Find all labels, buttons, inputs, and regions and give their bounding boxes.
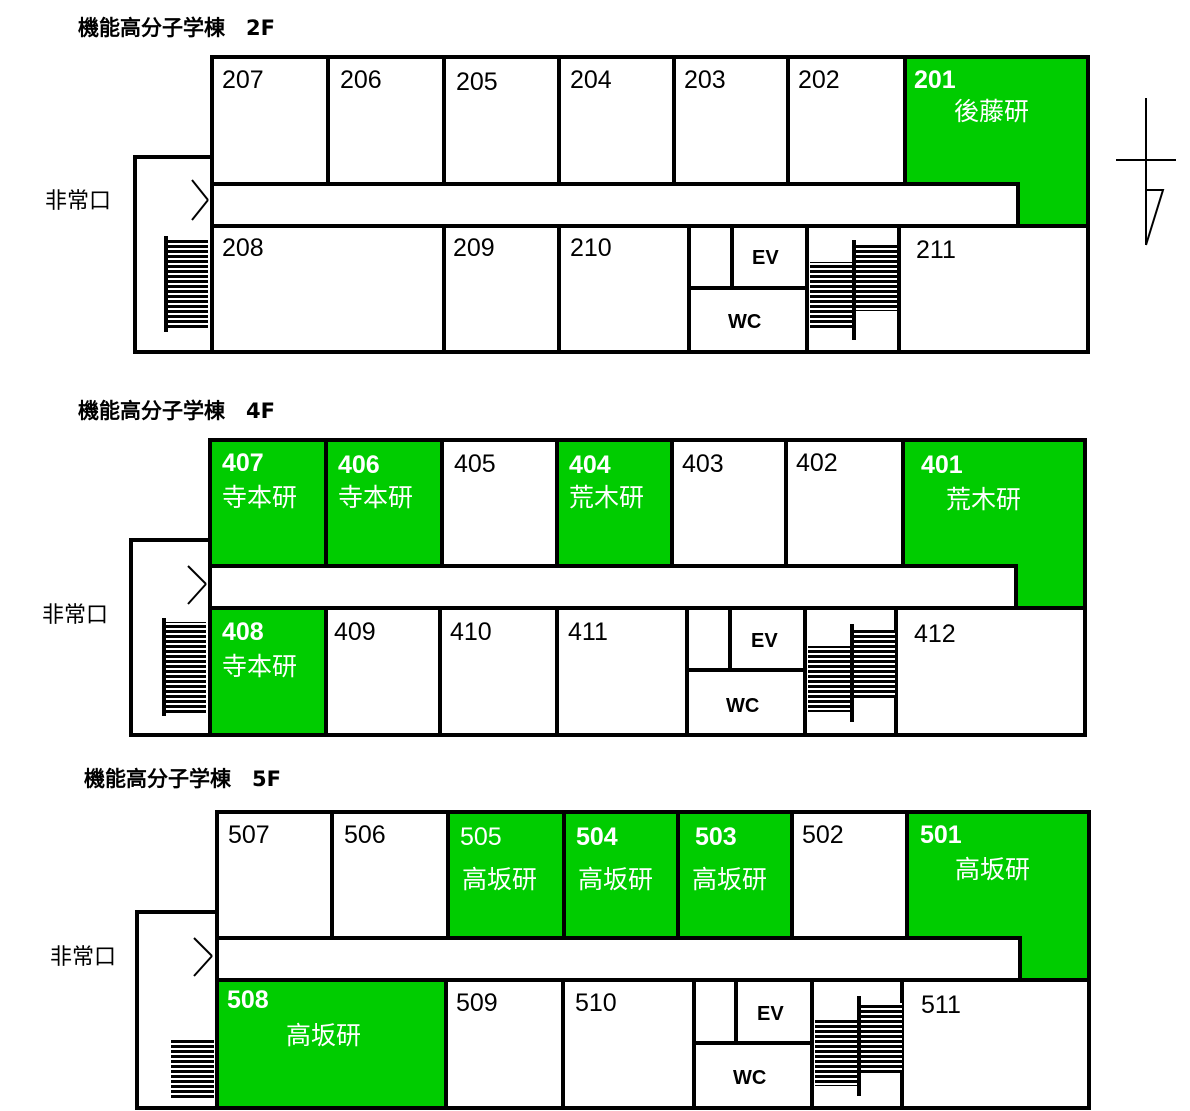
- lab-name: 高坂研: [286, 1021, 361, 1050]
- room-number: 204: [570, 66, 612, 94]
- room-number: 211: [916, 236, 956, 264]
- floor-4f: 機能高分子学棟 4F 非常口 EV WC 407 寺本研 406 寺本研 405: [42, 399, 1087, 737]
- room-number: 409: [334, 618, 376, 646]
- room-number: 508: [227, 986, 269, 1014]
- lab-name: 高坂研: [578, 865, 653, 894]
- room-number: 208: [222, 234, 264, 262]
- room-505[interactable]: [446, 810, 566, 940]
- room-number: 403: [682, 450, 724, 478]
- room-number: 203: [684, 66, 726, 94]
- room-number: 407: [222, 449, 264, 477]
- floor-2f: 機能高分子学棟 2F 非常口 EV WC 207: [45, 16, 1176, 354]
- lab-name: 寺本研: [222, 483, 297, 512]
- restroom: [685, 668, 807, 737]
- stairs-icon: [855, 245, 897, 311]
- ev-label: EV: [757, 1003, 784, 1025]
- stairs-icon: [815, 1020, 857, 1086]
- lab-name: 寺本研: [338, 483, 413, 512]
- ev-label: EV: [752, 247, 779, 269]
- room-number: 411: [568, 618, 608, 646]
- room-408[interactable]: [208, 606, 328, 737]
- room-number: 509: [456, 989, 498, 1017]
- floor-title: 機能高分子学棟 4F: [78, 399, 275, 423]
- door-icon: [193, 937, 213, 977]
- stairs-icon: [810, 262, 852, 328]
- room-number: 410: [450, 618, 492, 646]
- room-number: 505: [460, 823, 502, 851]
- lab-name: 高坂研: [955, 855, 1030, 884]
- wc-label: WC: [733, 1067, 766, 1089]
- restroom: [687, 286, 809, 354]
- stairs-icon: [860, 1003, 902, 1073]
- wc-label: WC: [728, 311, 761, 333]
- room-412[interactable]: [894, 606, 1087, 737]
- stairs-icon: [853, 630, 895, 698]
- room-404[interactable]: [555, 438, 674, 568]
- lab-name: 高坂研: [692, 865, 767, 894]
- room-211[interactable]: [897, 224, 1090, 354]
- room-number: 210: [570, 234, 612, 262]
- room-number: 206: [340, 66, 382, 94]
- room-number: 402: [796, 449, 838, 477]
- floor-5f: 機能高分子学棟 5F 非常口 EV WC 507 506 505 高坂研 504…: [50, 767, 1091, 1110]
- lab-name: 高坂研: [462, 865, 537, 894]
- room-number: 507: [228, 821, 270, 849]
- room-number: 207: [222, 66, 264, 94]
- restroom: [692, 1041, 814, 1110]
- lab-name: 荒木研: [946, 485, 1021, 514]
- room-number: 201: [914, 66, 956, 94]
- door-icon: [191, 179, 209, 221]
- room-number: 412: [914, 620, 956, 648]
- room-508[interactable]: [215, 978, 448, 1110]
- room-number: 510: [575, 989, 617, 1017]
- ev-label: EV: [751, 630, 778, 652]
- room-number: 408: [222, 618, 264, 646]
- stairs-icon: [171, 1040, 214, 1100]
- room-number: 506: [344, 821, 386, 849]
- room-number: 511: [921, 991, 961, 1019]
- floor-title: 機能高分子学棟 5F: [84, 767, 281, 791]
- room-number: 501: [920, 821, 962, 849]
- room-number: 502: [802, 821, 844, 849]
- exit-label: 非常口: [42, 603, 108, 628]
- lab-name: 後藤研: [954, 97, 1029, 126]
- room-number: 404: [569, 451, 611, 479]
- room-number: 504: [576, 823, 618, 851]
- stairs-icon: [166, 622, 206, 714]
- room-number: 202: [798, 66, 840, 94]
- room-number: 209: [453, 234, 495, 262]
- exit-label: 非常口: [50, 945, 116, 970]
- door-icon: [187, 565, 207, 605]
- room-number: 503: [695, 823, 737, 851]
- room-number: 205: [456, 68, 498, 96]
- room-number: 405: [454, 450, 496, 478]
- exit-label: 非常口: [45, 189, 111, 214]
- floor-title: 機能高分子学棟 2F: [78, 16, 275, 40]
- lab-name: 荒木研: [569, 483, 644, 512]
- north-arrow-icon: [1116, 98, 1176, 246]
- stairs-icon: [168, 240, 208, 330]
- room-number: 401: [921, 451, 963, 479]
- lab-name: 寺本研: [222, 652, 297, 681]
- room-number: 406: [338, 451, 380, 479]
- stairs-icon: [808, 646, 850, 712]
- wc-label: WC: [726, 695, 759, 717]
